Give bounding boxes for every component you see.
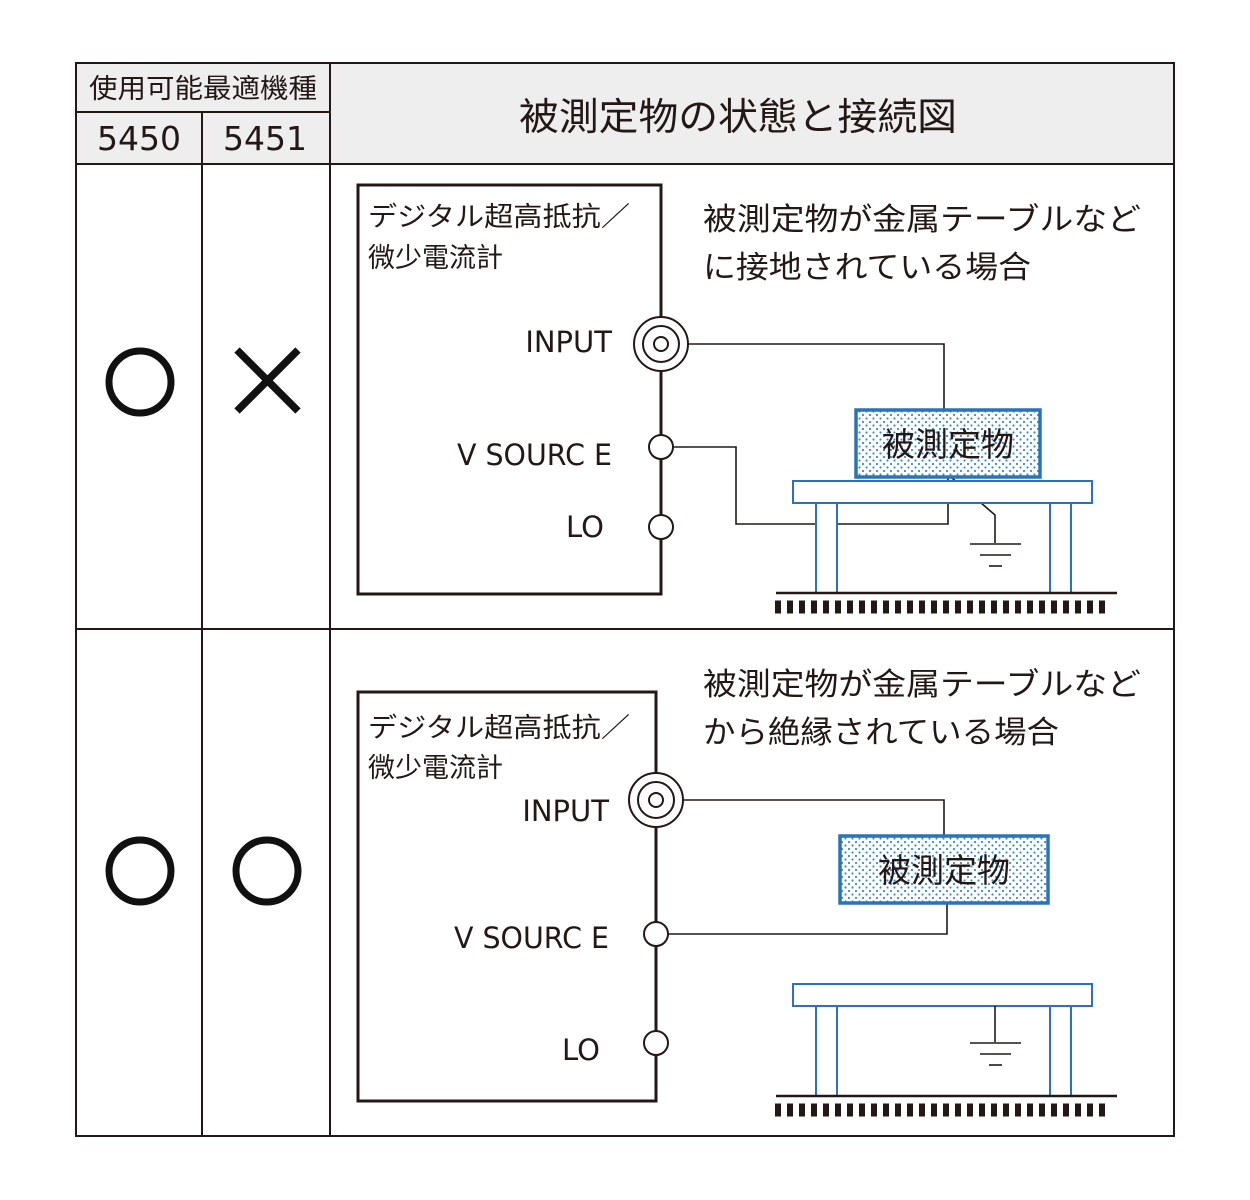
wire-input bbox=[688, 343, 945, 410]
mark-5451-unavailable bbox=[234, 347, 301, 414]
ground-symbol bbox=[970, 1006, 1021, 1066]
port-label-lo: LO bbox=[566, 510, 604, 544]
lo-terminal bbox=[643, 1030, 669, 1056]
input-terminal-inner bbox=[653, 336, 669, 352]
mark-5450-available bbox=[105, 347, 175, 417]
device-under-test bbox=[838, 834, 1050, 905]
mark-5450-available bbox=[105, 836, 175, 906]
port-label-vsource: V SOURC E bbox=[454, 921, 609, 955]
dut-label: 被測定物 bbox=[878, 851, 1010, 890]
condition-description-line2: から絶縁されている場合 bbox=[703, 715, 1059, 751]
wire-vsource bbox=[668, 903, 948, 935]
instrument-box bbox=[356, 690, 658, 1103]
port-label-input: INPUT bbox=[525, 325, 612, 359]
floor-earth bbox=[775, 591, 1117, 614]
port-label-vsource: V SOURC E bbox=[457, 438, 612, 472]
header-condition: 被測定物の状態と接続図 bbox=[519, 95, 957, 139]
instrument-box bbox=[356, 183, 663, 596]
ground-symbol bbox=[970, 543, 1021, 567]
metal-table bbox=[792, 480, 1093, 594]
metal-table bbox=[792, 983, 1093, 1097]
device-under-test bbox=[854, 408, 1042, 479]
vsource-terminal bbox=[648, 434, 674, 460]
header-background bbox=[76, 63, 1174, 164]
vsource-terminal bbox=[643, 921, 669, 947]
condition-description-line1: 被測定物が金属テーブルなど bbox=[703, 667, 1141, 703]
row-grounded: デジタル超高抵抗／ 微少電流計 INPUT V SOURC E LO 被測定物 bbox=[105, 183, 1141, 614]
dut-label: 被測定物 bbox=[882, 425, 1014, 464]
instrument-name-line1: デジタル超高抵抗／ bbox=[368, 202, 630, 233]
instrument-name-line1: デジタル超高抵抗／ bbox=[368, 713, 630, 744]
lo-terminal bbox=[648, 514, 674, 540]
input-terminal-inner bbox=[648, 792, 664, 808]
header-compatible-models: 使用可能最適機種 bbox=[89, 74, 317, 105]
floor-earth bbox=[775, 1094, 1117, 1117]
wire-input bbox=[683, 799, 945, 836]
wire-vsource bbox=[673, 446, 949, 525]
condition-description-line2: に接地されている場合 bbox=[703, 250, 1031, 286]
port-label-lo: LO bbox=[562, 1033, 600, 1067]
instrument-name-line2: 微少電流計 bbox=[368, 243, 503, 274]
mark-5451-available bbox=[232, 836, 302, 906]
port-label-input: INPUT bbox=[522, 794, 609, 828]
instrument-name-line2: 微少電流計 bbox=[368, 753, 503, 784]
header-model-5450: 5450 bbox=[97, 119, 181, 158]
table-grid bbox=[75, 62, 1175, 1137]
header-model-5451: 5451 bbox=[223, 119, 307, 158]
condition-description-line1: 被測定物が金属テーブルなど bbox=[703, 202, 1141, 238]
row-insulated: デジタル超高抵抗／ 微少電流計 INPUT V SOURC E LO 被測定物 bbox=[105, 667, 1141, 1117]
